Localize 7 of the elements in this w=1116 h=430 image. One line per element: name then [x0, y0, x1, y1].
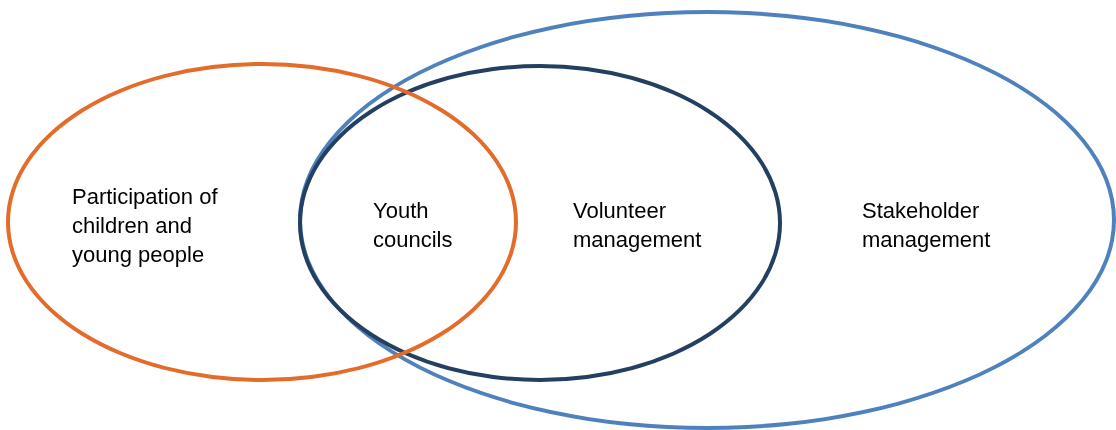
- ellipse-label: Volunteer management: [573, 197, 703, 254]
- ellipse: [298, 10, 1116, 430]
- ellipse: [298, 64, 782, 382]
- overlap-label: Youth councils: [373, 197, 454, 254]
- ellipse-label: Stakeholder management: [862, 197, 992, 254]
- ellipse: [6, 62, 518, 382]
- ellipse-label: Participation of children and young people: [72, 183, 219, 269]
